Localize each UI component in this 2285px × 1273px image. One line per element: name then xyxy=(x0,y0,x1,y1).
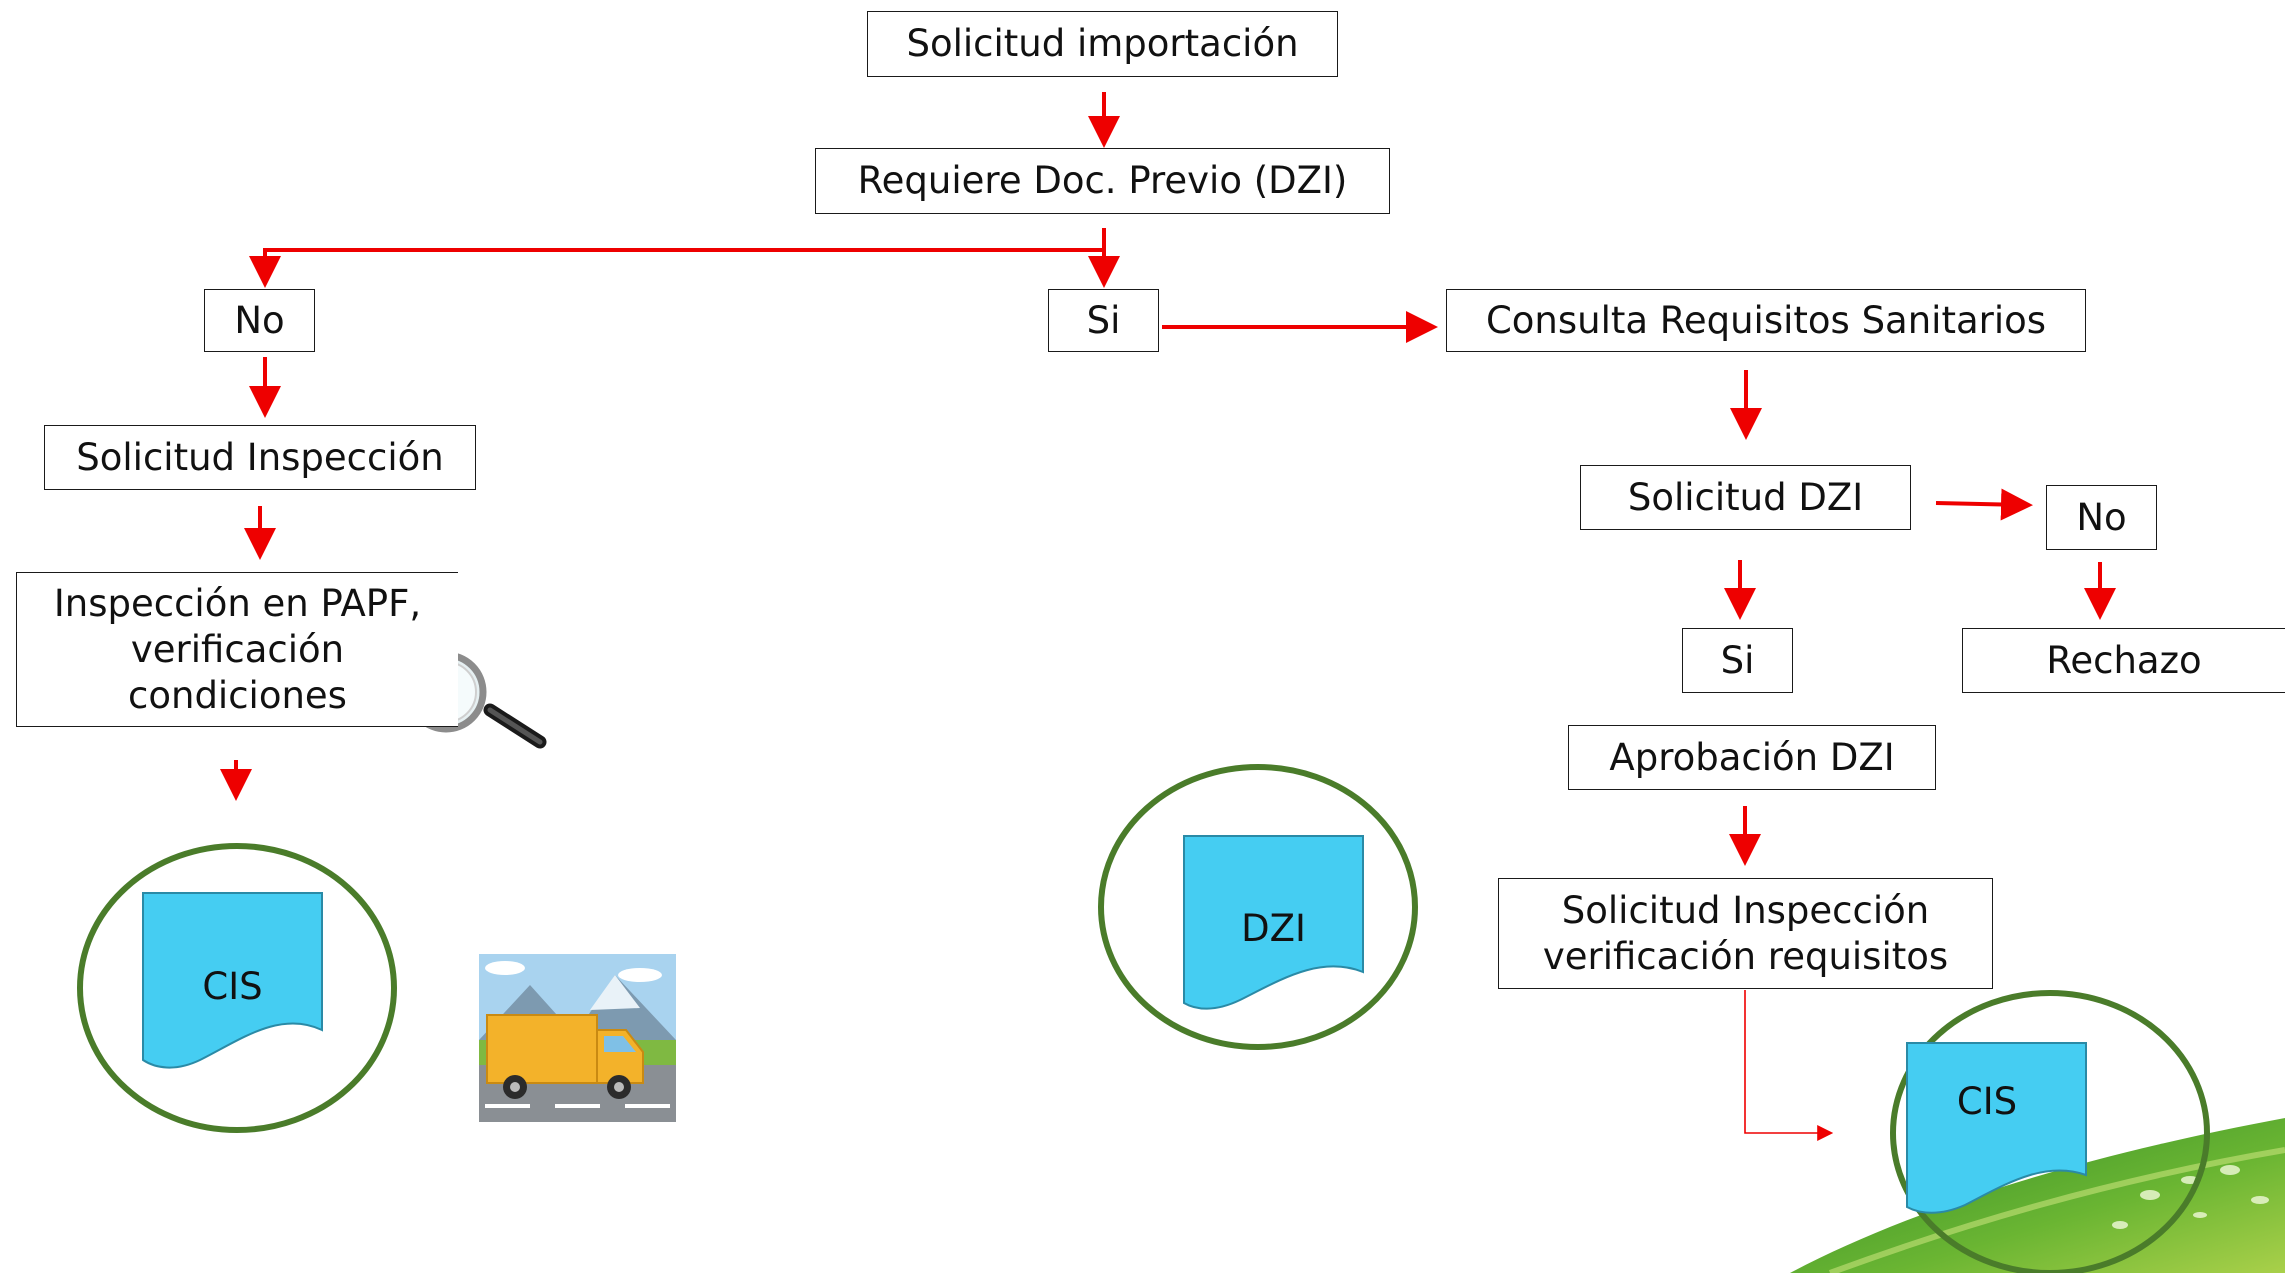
solicitud-inspeccion-box: Solicitud Inspección xyxy=(44,425,476,490)
requiere-doc-previo-box: Requiere Doc. Previo (DZI) xyxy=(815,148,1390,214)
arrow-requiere-to-no xyxy=(249,248,1104,288)
si-center-box: Si xyxy=(1048,289,1159,352)
cis-left-label: CIS xyxy=(202,964,263,1008)
cis-right-circle xyxy=(1890,990,2210,1273)
cis-left-document-shape xyxy=(142,892,323,1069)
rechazo-box: Rechazo xyxy=(1962,628,2285,693)
cis-left-circle xyxy=(77,843,397,1133)
aprobacion-dzi-box: Aprobación DZI xyxy=(1568,725,1936,790)
si-right-box: Si xyxy=(1682,628,1793,693)
cis-right-label: CIS xyxy=(1956,1079,2018,1123)
inspeccion-papf-box: Inspección en PAPF, verificación condici… xyxy=(16,572,458,727)
cis-right-document-shape xyxy=(1906,1042,2087,1214)
dzi-circle xyxy=(1098,764,1418,1050)
solicitud-inspeccion-requisitos-box: Solicitud Inspección verificación requis… xyxy=(1498,878,1993,989)
solicitud-importacion-box: Solicitud importación xyxy=(867,11,1338,77)
no-right-box: No xyxy=(2046,485,2157,550)
dzi-label: DZI xyxy=(1241,906,1306,950)
dzi-document-shape xyxy=(1183,835,1364,1010)
consulta-requisitos-box: Consulta Requisitos Sanitarios xyxy=(1446,289,2086,352)
solicitud-dzi-box: Solicitud DZI xyxy=(1580,465,1911,530)
arrow-inspeccion-requisitos-to-cis xyxy=(1744,990,1834,1141)
no-left-box: No xyxy=(204,289,315,352)
delivery-truck-icon xyxy=(479,954,676,1122)
arrow-solicitud-dzi-to-no xyxy=(1935,488,2033,521)
